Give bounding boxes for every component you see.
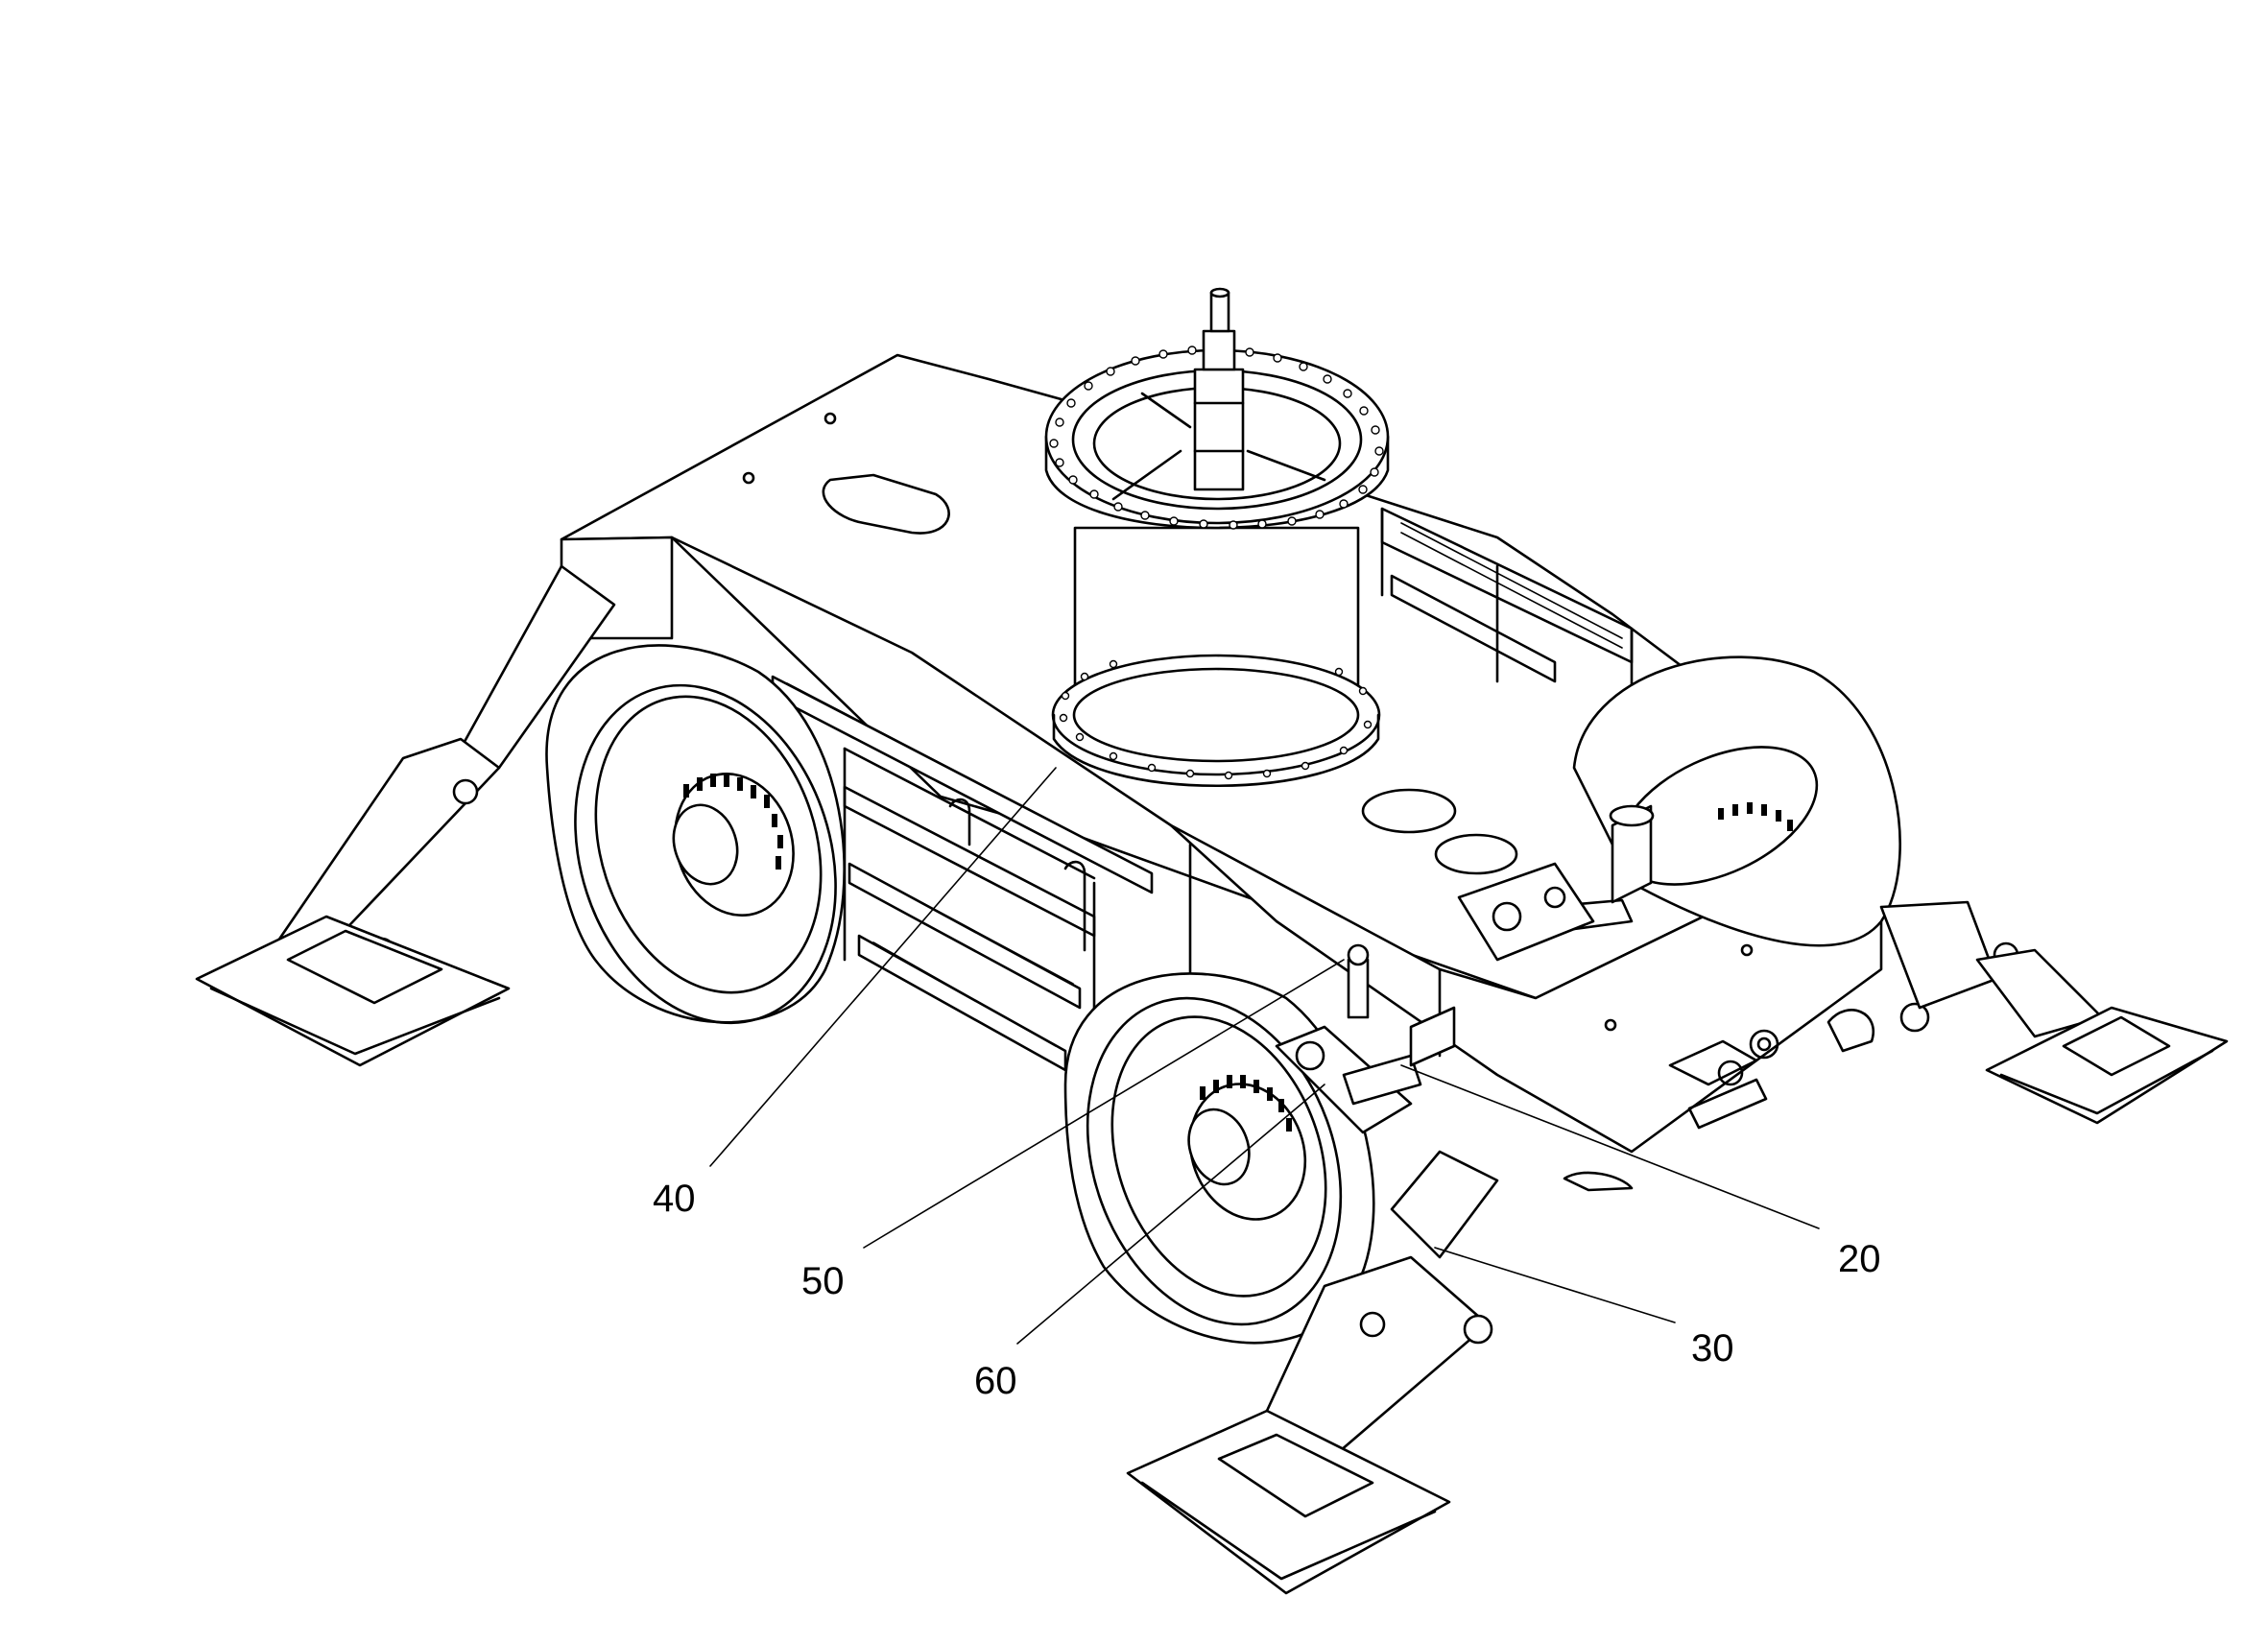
leader-20	[1400, 1064, 1820, 1229]
outrigger-front	[1126, 1150, 1499, 1595]
leader-60	[1016, 1084, 1325, 1345]
hydraulic-suspension	[1275, 804, 1655, 1134]
callout-20: 20	[1838, 1238, 1881, 1280]
callout-50: 50	[801, 1260, 845, 1302]
callout-40: 40	[653, 1178, 696, 1220]
flange-bolts	[1049, 345, 1384, 530]
leader-30	[1434, 1247, 1676, 1323]
leader-50	[863, 959, 1345, 1249]
lower-flange-bolts	[1059, 659, 1373, 780]
tower-adapter	[1044, 287, 1390, 787]
wheel-left-rear	[545, 644, 846, 1025]
rear-walkway	[1380, 507, 1634, 731]
front-walkway	[771, 675, 1192, 1077]
leader-40	[709, 767, 1057, 1167]
leader-lines	[709, 767, 1820, 1345]
outrigger-left	[195, 564, 616, 1067]
wheel-right-rear	[1572, 655, 1901, 947]
callout-60: 60	[974, 1360, 1017, 1402]
outrigger-right	[1879, 900, 2229, 1125]
callout-30: 30	[1691, 1327, 1734, 1370]
callout-labels: 20 30 40 50 60	[653, 1178, 1881, 1402]
